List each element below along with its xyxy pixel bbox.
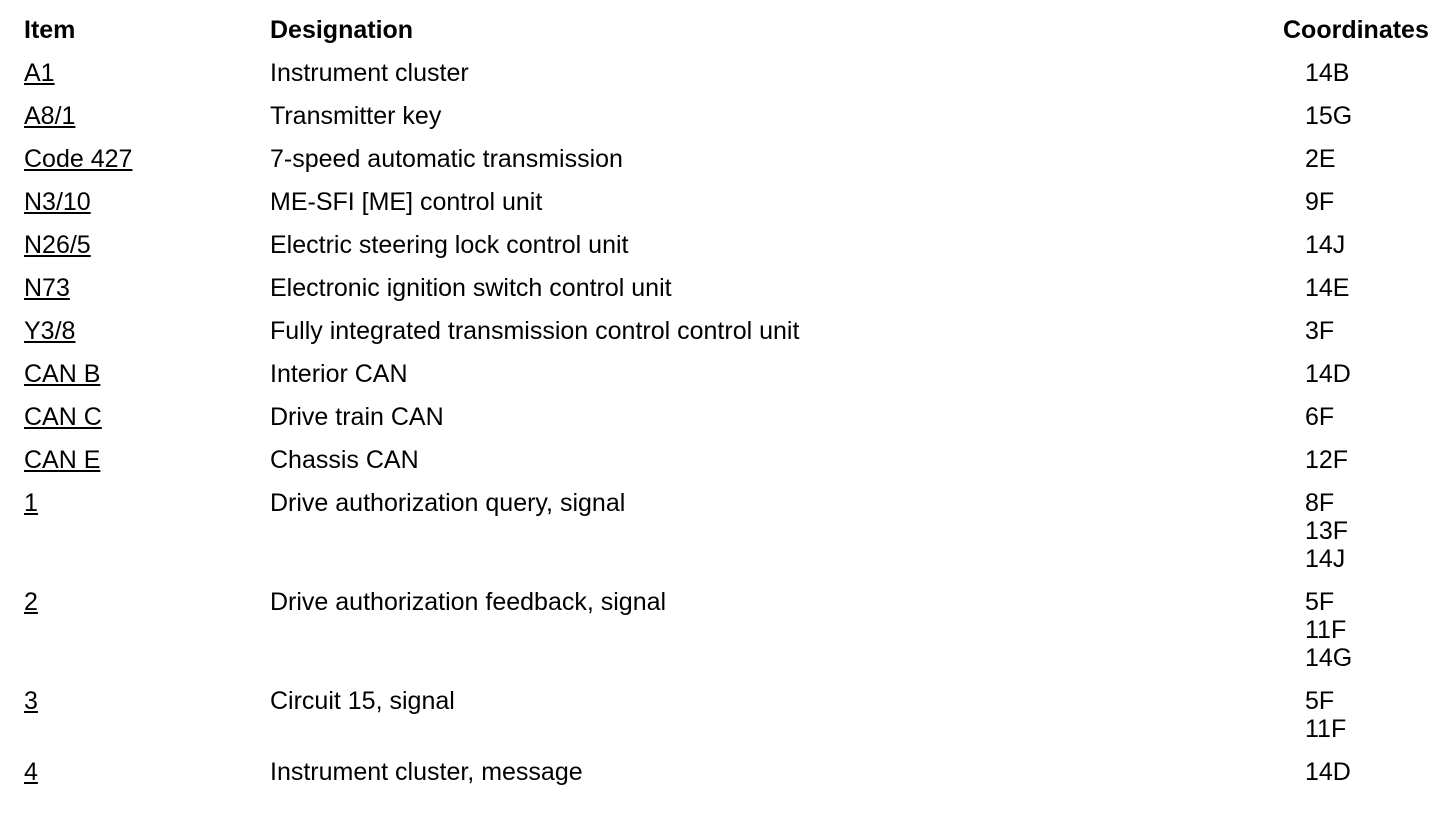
coordinate-value: 11F <box>1305 715 1347 743</box>
coordinate-value: 11F <box>1305 616 1347 644</box>
table-row: CAN C Drive train CAN 6F <box>24 403 1456 431</box>
table-row: Code 427 7-speed automatic transmission … <box>24 145 1456 173</box>
coordinate-value: 3F <box>1305 317 1335 345</box>
item-link[interactable]: N3/10 <box>24 188 91 216</box>
item-link[interactable]: 4 <box>24 758 38 786</box>
item-link[interactable]: A1 <box>24 59 55 87</box>
item-link[interactable]: 1 <box>24 489 38 517</box>
designation-text: 7-speed automatic transmission <box>270 145 623 173</box>
item-link[interactable]: CAN B <box>24 360 101 388</box>
designation-text: Drive train CAN <box>270 403 444 431</box>
coordinate-value: 6F <box>1305 403 1335 431</box>
coordinate-value: 5F <box>1305 588 1335 616</box>
designation-text: Electric steering lock control unit <box>270 231 629 259</box>
legend-table: Item Designation Coordinates A1 Instrume… <box>24 16 1456 786</box>
item-link[interactable]: A8/1 <box>24 102 76 130</box>
table-header-row: Item Designation Coordinates <box>24 16 1456 44</box>
designation-text: Circuit 15, signal <box>270 687 455 715</box>
item-link[interactable]: CAN C <box>24 403 102 431</box>
item-link[interactable]: Code 427 <box>24 145 133 173</box>
coordinate-value: 14D <box>1305 758 1351 786</box>
item-link[interactable]: CAN E <box>24 446 101 474</box>
column-header-designation: Designation <box>270 16 414 44</box>
designation-text: Interior CAN <box>270 360 408 388</box>
coordinate-value: 14G <box>1305 644 1353 672</box>
designation-text: Electronic ignition switch control unit <box>270 274 672 302</box>
table-row: Y3/8 Fully integrated transmission contr… <box>24 317 1456 345</box>
coordinate-value: 9F <box>1305 188 1335 216</box>
designation-text: Drive authorization feedback, signal <box>270 588 667 616</box>
designation-text: Chassis CAN <box>270 446 419 474</box>
item-link[interactable]: 3 <box>24 687 38 715</box>
item-link[interactable]: 2 <box>24 588 38 616</box>
coordinate-value: 12F <box>1305 446 1349 474</box>
designation-text: Instrument cluster, message <box>270 758 583 786</box>
table-row: 2 Drive authorization feedback, signal 5… <box>24 588 1456 672</box>
designation-text: Fully integrated transmission control co… <box>270 317 800 345</box>
coordinate-value: 14J <box>1305 231 1346 259</box>
designation-text: Instrument cluster <box>270 59 469 87</box>
designation-text: ME-SFI [ME] control unit <box>270 188 543 216</box>
coordinate-value: 13F <box>1305 517 1349 545</box>
designation-text: Drive authorization query, signal <box>270 489 626 517</box>
coordinate-value: 14D <box>1305 360 1351 388</box>
item-link[interactable]: N26/5 <box>24 231 91 259</box>
coordinate-value: 15G <box>1305 102 1353 130</box>
table-row: N3/10 ME-SFI [ME] control unit 9F <box>24 188 1456 216</box>
coordinate-value: 5F <box>1305 687 1335 715</box>
item-link[interactable]: N73 <box>24 274 70 302</box>
column-header-coordinates: Coordinates <box>1283 16 1429 44</box>
table-row: A1 Instrument cluster 14B <box>24 59 1456 87</box>
table-row: 1 Drive authorization query, signal 8F 1… <box>24 489 1456 573</box>
coordinate-value: 14B <box>1305 59 1350 87</box>
designation-text: Transmitter key <box>270 102 442 130</box>
item-link[interactable]: Y3/8 <box>24 317 76 345</box>
table-row: CAN E Chassis CAN 12F <box>24 446 1456 474</box>
coordinate-value: 2E <box>1305 145 1336 173</box>
table-row: N73 Electronic ignition switch control u… <box>24 274 1456 302</box>
coordinate-value: 14J <box>1305 545 1346 573</box>
table-row: CAN B Interior CAN 14D <box>24 360 1456 388</box>
table-row: A8/1 Transmitter key 15G <box>24 102 1456 130</box>
column-header-item: Item <box>24 16 76 44</box>
coordinate-value: 14E <box>1305 274 1350 302</box>
table-row: N26/5 Electric steering lock control uni… <box>24 231 1456 259</box>
coordinate-value: 8F <box>1305 489 1335 517</box>
table-row: 4 Instrument cluster, message 14D <box>24 758 1456 786</box>
table-row: 3 Circuit 15, signal 5F 11F <box>24 687 1456 743</box>
